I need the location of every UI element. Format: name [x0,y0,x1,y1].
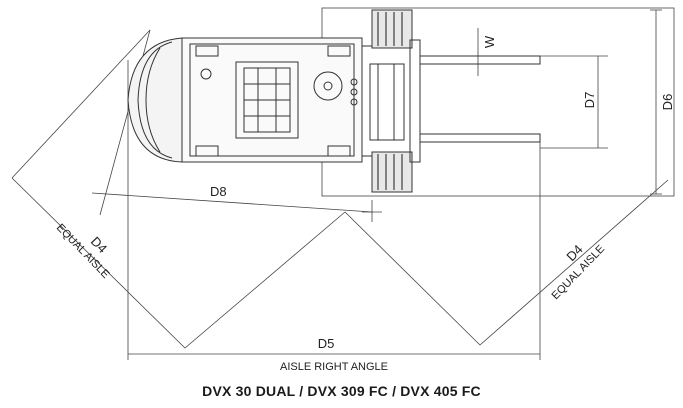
equal-aisle-left-line [11,177,346,349]
counterweight [127,37,183,163]
w-label: W [482,35,497,48]
d6-label: D6 [660,94,675,111]
equal-aisle-right-line [344,179,669,346]
aisle-right-angle-label: AISLE RIGHT ANGLE [280,361,388,373]
model-caption: DVX 30 DUAL / DVX 309 FC / DVX 405 FC [202,383,481,399]
rear-wheel-left [195,45,219,57]
fork-right [419,133,541,143]
steering-wheel [313,71,343,101]
fork-left [419,55,541,65]
d8-label: D8 [210,184,227,199]
d8-dimension-line [91,192,373,213]
fork-carriage [409,39,421,163]
d5-label: D5 [318,336,335,351]
rear-wheel-right [195,145,219,157]
d7-label: D7 [582,92,597,109]
forklift-truck [127,9,541,193]
battery-compartment [235,61,299,139]
